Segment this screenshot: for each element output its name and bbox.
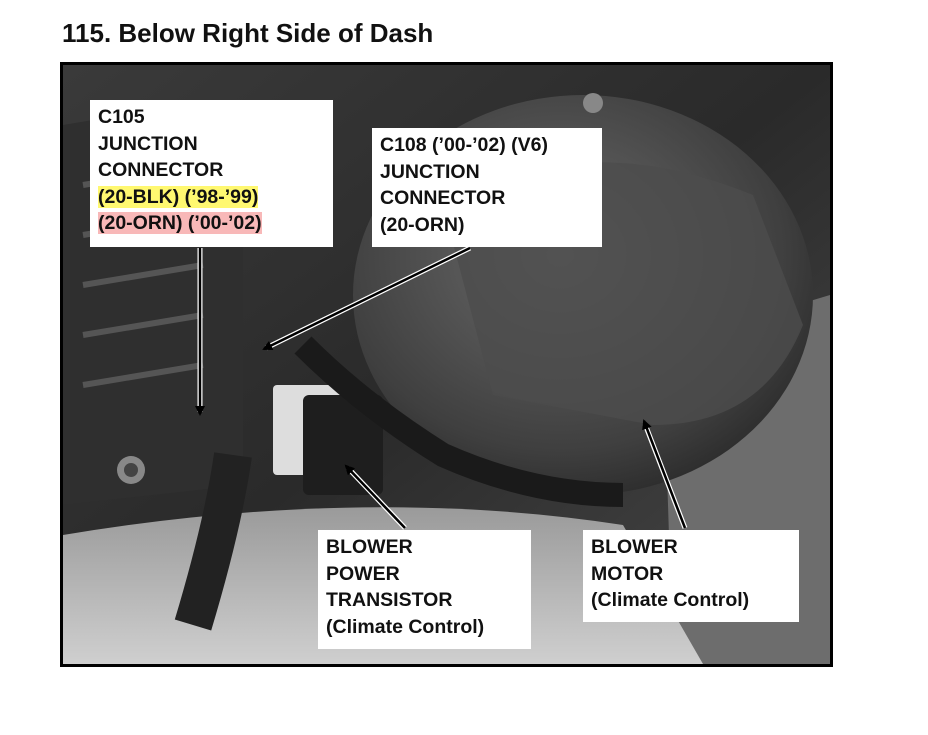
variant-00-02: (20-ORN) (’00-’02) (98, 212, 262, 234)
page-title: 115. Below Right Side of Dash (62, 18, 434, 48)
label-line: CONNECTOR (98, 159, 224, 181)
label-c108-junction-connector: C108 (’00-’02) (V6) JUNCTION CONNECTOR (… (372, 128, 602, 247)
label-line: C105 (98, 106, 145, 128)
label-line: (Climate Control) (591, 589, 750, 611)
variant-98-99: (20-BLK) (’98-’99) (98, 185, 259, 208)
label-line: CONNECTOR (380, 187, 506, 209)
label-line: BLOWER (591, 536, 678, 558)
label-blower-power-transistor: BLOWER POWER TRANSISTOR (Climate Control… (318, 530, 531, 649)
label-line: (Climate Control) (326, 615, 485, 638)
label-line: JUNCTION (98, 132, 198, 155)
label-line: JUNCTION (380, 160, 480, 183)
label-blower-motor: BLOWER MOTOR (Climate Control) (583, 530, 799, 622)
label-line: TRANSISTOR (326, 589, 453, 611)
label-line: BLOWER (326, 536, 413, 558)
label-line: C108 (’00-’02) (V6) (380, 134, 548, 156)
label-line: (20-ORN) (380, 213, 465, 236)
label-line: POWER (326, 562, 400, 585)
label-line: MOTOR (591, 562, 664, 585)
label-c105-junction-connector: C105 JUNCTION CONNECTOR (20-BLK) (’98-’9… (90, 100, 333, 247)
